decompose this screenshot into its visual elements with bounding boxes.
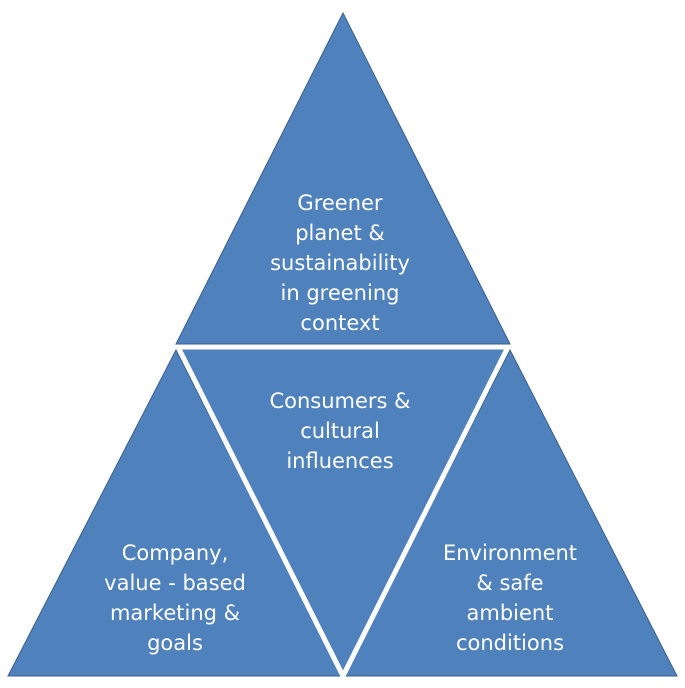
triangle-middle-inverted (173, 344, 513, 682)
triangle-top (175, 11, 511, 345)
